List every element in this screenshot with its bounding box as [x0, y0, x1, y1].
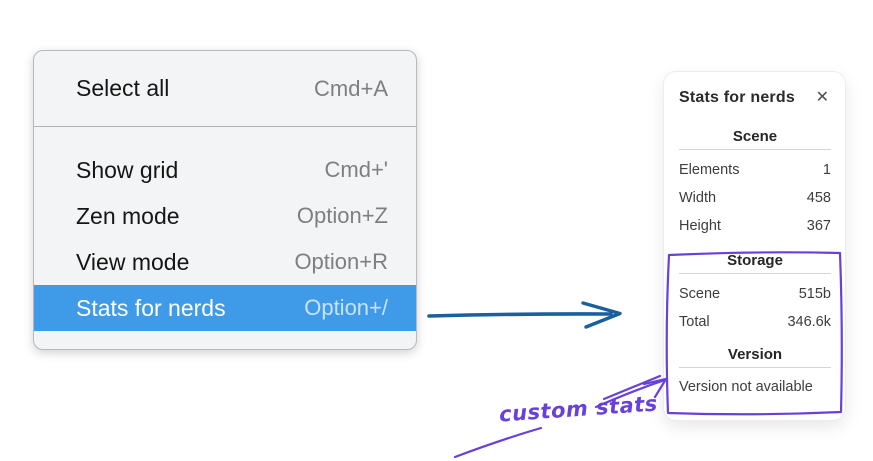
stat-value: 346.6k — [787, 314, 831, 330]
stat-row: Elements 1 — [679, 156, 831, 184]
stat-value: 458 — [806, 190, 831, 206]
divider — [679, 273, 831, 274]
stat-label: Total — [679, 314, 710, 330]
stats-panel-header: Stats for nerds ✕ — [679, 86, 831, 110]
menu-item-shortcut: Cmd+A — [314, 75, 388, 101]
stat-value: 1 — [822, 162, 831, 178]
stats-panel: Stats for nerds ✕ Scene Elements 1 Width… — [664, 72, 845, 420]
divider — [679, 367, 831, 368]
stat-label: Height — [679, 218, 721, 234]
stat-row: Width 458 — [679, 184, 831, 212]
menu-item-label: Select all — [76, 75, 170, 101]
menu-item-view-mode[interactable]: View mode Option+R — [34, 239, 416, 285]
section-rows: Scene 515b Total 346.6k — [679, 280, 831, 336]
stat-value: 515b — [798, 286, 831, 302]
stat-row: Height 367 — [679, 212, 831, 240]
menu-item-shortcut: Option+R — [294, 249, 388, 274]
menu-item-show-grid[interactable]: Show grid Cmd+' — [34, 147, 416, 193]
stats-section-storage: Storage Scene 515b Total 346.6k — [679, 252, 831, 336]
section-heading: Scene — [732, 128, 778, 145]
divider — [679, 149, 831, 150]
menu-item-shortcut: Cmd+' — [324, 157, 389, 182]
section-heading: Version — [727, 346, 783, 363]
section-rows: Elements 1 Width 458 Height 367 — [679, 156, 831, 240]
stat-value: 367 — [806, 218, 831, 234]
stats-panel-title: Stats for nerds — [679, 89, 795, 106]
version-note: Version not available — [679, 379, 813, 395]
menu-item-label: View mode — [76, 248, 190, 275]
blue-arrow-icon — [427, 301, 622, 329]
stat-row: Scene 515b — [679, 280, 831, 308]
menu-item-label: Stats for nerds — [76, 294, 226, 321]
menu-item-label: Zen mode — [76, 202, 180, 229]
menu-item-zen-mode[interactable]: Zen mode Option+Z — [34, 193, 416, 239]
menu-group-top: Select all Cmd+A — [34, 51, 416, 127]
context-menu: Select all Cmd+A Show grid Cmd+' Zen mod… — [33, 50, 417, 350]
stats-section-scene: Scene Elements 1 Width 458 Height 367 — [679, 128, 831, 240]
menu-item-select-all[interactable]: Select all Cmd+A — [34, 51, 416, 126]
menu-item-label: Show grid — [76, 156, 179, 183]
menu-item-stats-for-nerds[interactable]: Stats for nerds Option+/ — [34, 285, 416, 331]
close-icon[interactable]: ✕ — [815, 89, 829, 106]
menu-group-bottom: Show grid Cmd+' Zen mode Option+Z View m… — [34, 127, 416, 349]
menu-item-shortcut: Option+Z — [296, 203, 388, 228]
menu-item-shortcut: Option+/ — [304, 295, 388, 320]
stats-section-version: Version Version not available — [679, 346, 831, 400]
stat-label: Elements — [679, 162, 740, 178]
custom-stats-annotation: custom stats — [498, 391, 659, 427]
section-heading: Storage — [727, 252, 783, 269]
stat-row: Total 346.6k — [679, 308, 831, 336]
stat-label: Width — [679, 190, 717, 206]
stat-label: Scene — [679, 286, 721, 302]
